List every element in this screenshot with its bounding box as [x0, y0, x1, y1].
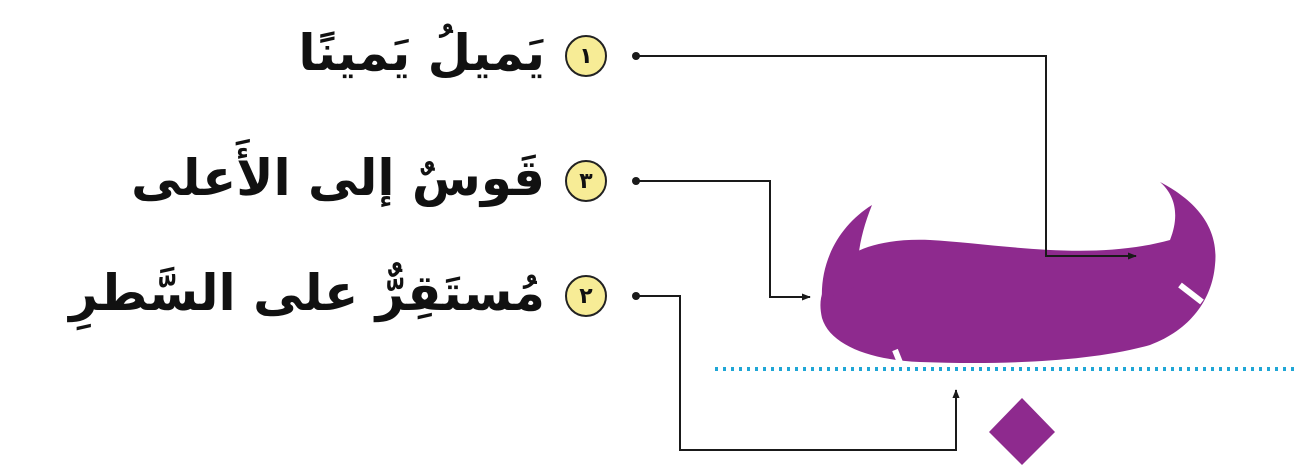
label-rests-on-line: مُستَقِرٌّ على السَّطرِ: [69, 264, 545, 322]
label-tilts-right: يَميلُ يَمينًا: [298, 24, 545, 82]
letter-segment-divider: [1178, 282, 1204, 305]
letter-baa-body: [820, 182, 1216, 364]
step-badge-2: ٢: [565, 275, 607, 317]
step-badge-3: ٣: [565, 160, 607, 202]
letter-segment-divider: [892, 348, 908, 377]
letter-baa-arch-tail: [821, 205, 872, 300]
connector-2: [636, 295, 960, 451]
label-arc-upward: قَوسٌ إلى الأَعلى: [131, 149, 545, 207]
connector-3: [636, 180, 811, 301]
letter-baa-dot: [989, 398, 1055, 465]
connector-1: [636, 55, 1137, 260]
step-badge-1: ١: [565, 35, 607, 77]
